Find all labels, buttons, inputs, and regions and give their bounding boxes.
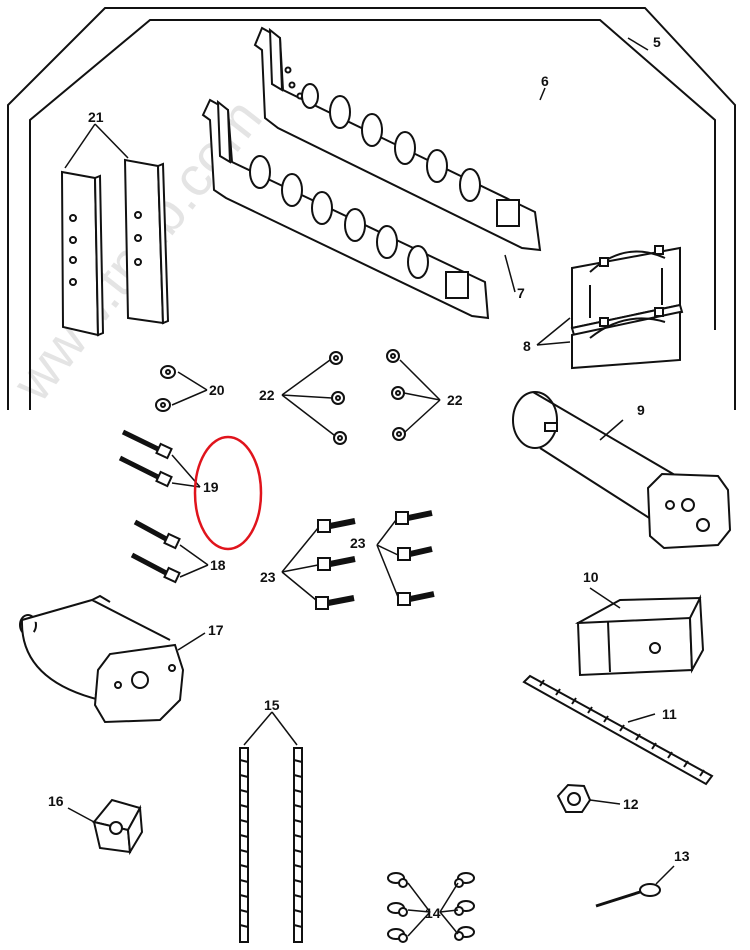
callout-22-left: 22 [259,387,275,403]
callout-10: 10 [583,569,599,585]
block-10 [574,594,705,677]
case-outline-inner [29,19,716,410]
case-outline-outer [7,7,736,410]
rods-15 [239,747,303,943]
callout-21: 21 [88,109,104,125]
rod-11 [522,674,714,786]
pin-13 [595,883,661,908]
callout-9: 9 [637,402,645,418]
callout-22-right: 22 [447,392,463,408]
clamp-blocks-8 [570,245,684,370]
callout-18: 18 [210,557,226,573]
callout-7: 7 [517,285,525,301]
callout-14: 14 [425,905,441,921]
nut-12 [556,783,592,813]
bolts-19 [118,429,173,488]
channel-7 [201,98,490,320]
callout-23-right: 23 [350,535,366,551]
plates-21 [60,158,170,337]
callout-5: 5 [653,34,661,50]
nuts-22 [329,349,406,445]
highlight-ellipse [193,435,263,551]
channel-6 [253,26,542,252]
callout-6: 6 [541,73,549,89]
tube-9 [512,391,732,550]
bolts-23 [315,510,435,610]
wing-nuts-14 [387,872,475,943]
callout-8: 8 [523,338,531,354]
callout-16: 16 [48,793,64,809]
nut-block-16 [92,798,144,856]
bolts-18 [130,519,181,584]
callout-20: 20 [209,382,225,398]
callout-19: 19 [203,479,219,495]
callout-13: 13 [674,848,690,864]
callout-17: 17 [208,622,224,638]
callout-15: 15 [264,697,280,713]
washers-20 [155,365,176,412]
callout-12: 12 [623,796,639,812]
cradle-17 [19,594,185,724]
callout-11: 11 [662,706,677,722]
callout-23-left: 23 [260,569,276,585]
